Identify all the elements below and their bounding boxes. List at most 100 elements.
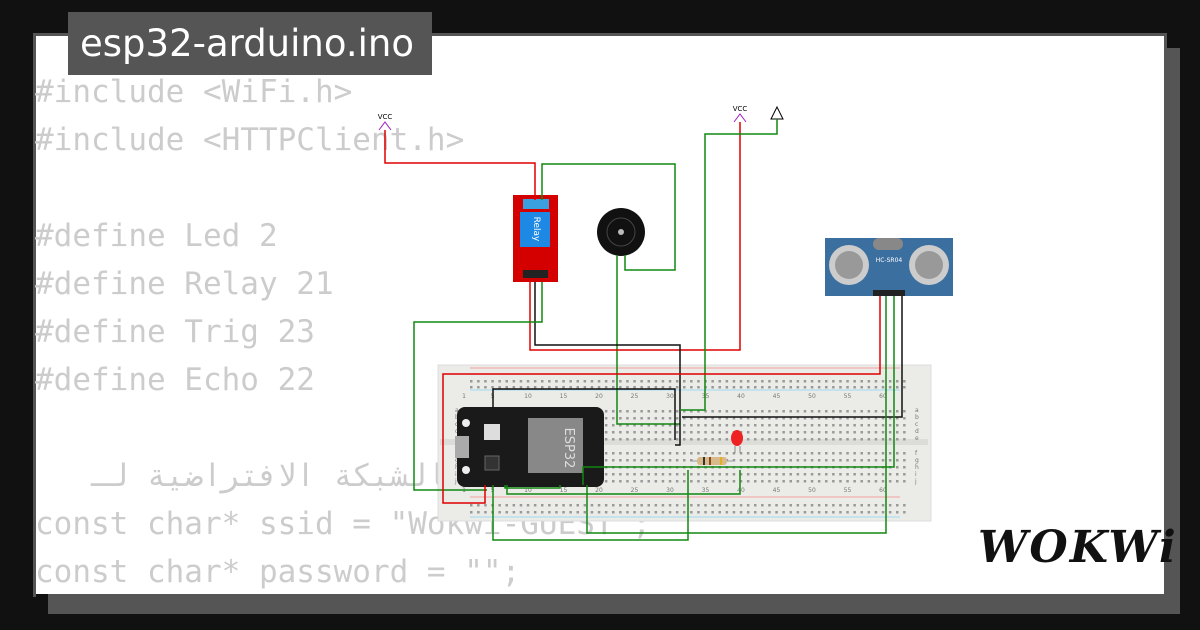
breadboard-hole	[661, 380, 665, 383]
breadboard-hole	[832, 459, 835, 462]
breadboard-hole	[690, 410, 693, 413]
breadboard-hole	[633, 417, 636, 420]
breadboard-hole	[867, 410, 871, 413]
breadboard-hole	[675, 424, 679, 427]
breadboard-hole	[619, 473, 622, 476]
breadboard-hole	[725, 380, 729, 383]
breadboard-hole	[725, 410, 729, 413]
breadboard-hole	[512, 504, 516, 507]
breadboard-hole	[754, 380, 757, 383]
breadboard-row-label: g	[915, 457, 919, 464]
breadboard-hole	[839, 459, 842, 462]
breadboard-hole	[732, 386, 736, 389]
breadboard-hole	[782, 504, 785, 507]
breadboard-hole	[548, 504, 551, 507]
breadboard-hole	[647, 438, 650, 441]
breadboard-hole	[604, 452, 608, 455]
breadboard-hole	[817, 511, 821, 514]
breadboard-hole	[796, 504, 800, 507]
breadboard-hole	[817, 438, 821, 441]
breadboard-hole	[867, 480, 871, 483]
breadboard-hole	[860, 424, 863, 427]
breadboard-hole	[832, 504, 835, 507]
breadboard-hole	[604, 511, 608, 514]
breadboard-hole	[732, 480, 736, 483]
breadboard-hole	[732, 452, 736, 455]
breadboard-hole	[896, 424, 899, 427]
breadboard-hole	[690, 424, 693, 427]
breadboard-hole	[718, 424, 721, 427]
breadboard-column-number: 25	[631, 393, 639, 400]
breadboard-hole	[690, 431, 693, 434]
breadboard-hole	[690, 417, 693, 420]
breadboard-hole	[654, 473, 658, 476]
breadboard-hole	[505, 511, 508, 514]
breadboard-hole	[526, 386, 530, 389]
breadboard-hole	[675, 380, 679, 383]
breadboard-hole	[626, 431, 629, 434]
breadboard-hole	[704, 452, 707, 455]
breadboard-hole	[853, 438, 856, 441]
breadboard-column-number: 15	[560, 393, 568, 400]
relay-label: Relay	[531, 217, 541, 242]
breadboard-hole	[704, 511, 707, 514]
breadboard-hole	[555, 504, 558, 507]
breadboard-hole	[640, 410, 643, 413]
breadboard-column-number: 20	[595, 487, 603, 494]
breadboard-hole	[633, 386, 636, 389]
breadboard-hole	[768, 410, 771, 413]
breadboard-hole	[626, 380, 629, 383]
breadboard-hole	[796, 417, 800, 420]
breadboard-hole	[768, 424, 771, 427]
breadboard-hole	[768, 511, 771, 514]
breadboard-hole	[647, 459, 650, 462]
breadboard-hole	[711, 410, 714, 413]
breadboard-hole	[668, 480, 672, 483]
breadboard-hole	[704, 424, 707, 427]
breadboard-hole	[881, 504, 885, 507]
breadboard-hole	[768, 480, 771, 483]
breadboard-hole	[583, 504, 587, 507]
breadboard-hole	[590, 511, 594, 514]
breadboard-hole	[583, 386, 587, 389]
breadboard-hole	[604, 431, 608, 434]
breadboard-hole	[718, 511, 721, 514]
breadboard-hole	[640, 424, 643, 427]
breadboard-hole	[810, 417, 814, 420]
breadboard-hole	[782, 438, 785, 441]
breadboard-hole	[853, 410, 856, 413]
breadboard-hole	[604, 473, 608, 476]
breadboard-hole	[718, 480, 721, 483]
breadboard-hole	[619, 417, 622, 420]
breadboard-hole	[903, 386, 906, 389]
breadboard-hole	[725, 438, 729, 441]
breadboard-hole	[562, 511, 565, 514]
breadboard-hole	[626, 480, 629, 483]
breadboard-hole	[817, 459, 821, 462]
breadboard-hole	[810, 473, 814, 476]
breadboard-hole	[881, 459, 885, 462]
breadboard-hole	[619, 386, 622, 389]
breadboard-hole	[647, 386, 650, 389]
breadboard-hole	[661, 480, 665, 483]
breadboard-hole	[647, 410, 650, 413]
breadboard-hole	[903, 431, 906, 434]
breadboard-hole	[874, 480, 878, 483]
breadboard-hole	[675, 452, 679, 455]
breadboard-hole	[633, 504, 636, 507]
breadboard-hole	[754, 459, 757, 462]
breadboard-hole	[583, 511, 587, 514]
breadboard-hole	[810, 380, 814, 383]
breadboard-hole	[533, 380, 537, 383]
breadboard-hole	[874, 417, 878, 420]
breadboard-hole	[860, 410, 863, 413]
breadboard-column-number: 55	[844, 487, 852, 494]
breadboard-hole	[633, 511, 636, 514]
breadboard-hole	[633, 424, 636, 427]
breadboard-hole	[683, 511, 686, 514]
breadboard-hole	[874, 459, 878, 462]
breadboard-hole	[626, 459, 629, 462]
breadboard-hole	[612, 380, 615, 383]
breadboard-hole	[839, 473, 842, 476]
breadboard-hole	[690, 459, 693, 462]
